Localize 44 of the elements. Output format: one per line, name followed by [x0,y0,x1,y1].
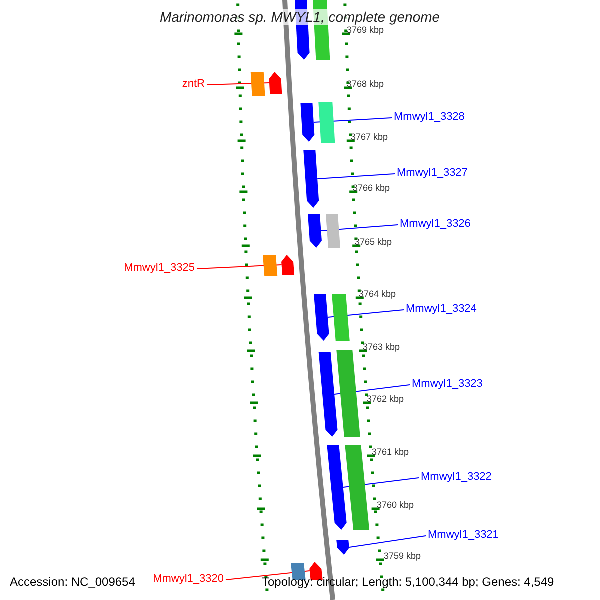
gene-label: Mmwyl1_3325 [124,263,195,274]
gene-feature [308,214,322,248]
leader-line [317,174,396,180]
tick-label: 3768 kbp [347,80,384,89]
gene-feature [304,150,320,208]
gene-label: Mmwyl1_3320 [153,574,224,585]
gene-label: Mmwyl1_3327 [397,168,468,179]
gene-label: Mmwyl1_3328 [394,112,465,123]
gene-block [250,72,266,96]
tick-label: 3767 kbp [351,133,388,142]
tick-label: 3761 kbp [372,448,410,457]
gene-feature [282,255,295,275]
tick-label: 3765 kbp [355,238,392,247]
gene-feature [327,445,347,530]
gene-block [332,294,350,341]
gene-block [318,102,336,143]
gene-label: Mmwyl1_3322 [421,472,492,483]
gene-block [336,350,360,437]
gene-block [263,255,278,276]
map-title: Marinomonas sp. MWYL1, complete genome [160,9,440,25]
tick-label: 3759 kbp [384,552,422,561]
gene-feature [300,103,315,142]
tick-label: 3769 kbp [347,26,384,35]
gene-label: Mmwyl1_3323 [412,379,483,390]
tick-label: 3766 kbp [353,184,390,193]
tick-label: 3764 kbp [359,290,396,299]
genome-info-text: Topology: circular; Length: 5,100,344 bp; Genes: 4,549 [262,576,554,588]
gene-feature [318,352,338,437]
gene-label: Mmwyl1_3321 [428,530,499,541]
gene-label: Mmwyl1_3324 [406,304,477,315]
gene-block [326,214,340,248]
gene-feature [269,72,282,94]
leader-line [196,264,282,270]
tick-label: 3762 kbp [367,395,404,404]
gene-feature [314,294,330,341]
tick-label: 3763 kbp [363,343,400,352]
leader-line [226,570,310,580]
accession-text: Accession: NC_009654 [10,576,136,588]
leader-line [348,536,426,548]
leader-line [206,82,270,86]
gene-label: Mmwyl1_3326 [400,219,471,230]
gene-block [345,445,370,530]
gene-label: zntR [182,79,205,90]
gene-feature [336,540,350,555]
